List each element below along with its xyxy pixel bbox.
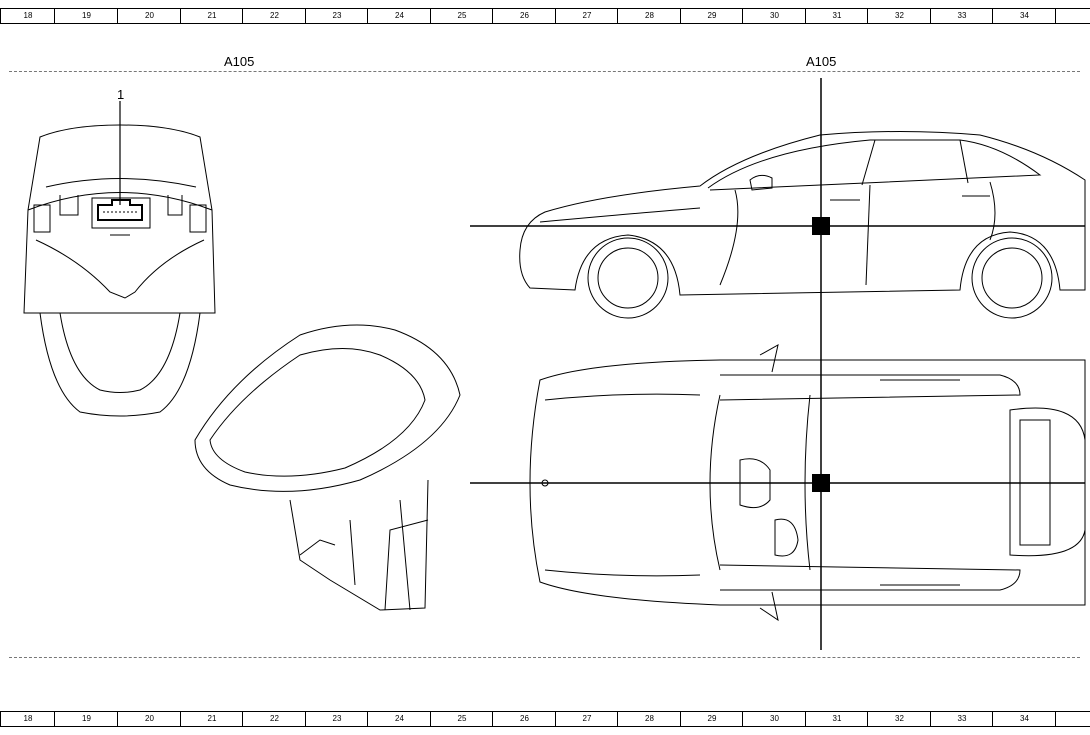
ruler-tick: 22 [242, 9, 306, 23]
component-front-view [23, 101, 216, 417]
ruler-tick: 22 [242, 712, 306, 726]
ruler-tick: 28 [617, 712, 681, 726]
component-perspective-view [194, 324, 461, 611]
ruler-tick: 31 [805, 712, 868, 726]
ruler-tick: 34 [992, 712, 1056, 726]
ruler-tick: 29 [680, 9, 743, 23]
location-marker-side [812, 217, 830, 235]
ruler-tick: 26 [492, 712, 556, 726]
ruler-tick: 21 [180, 712, 243, 726]
ruler-tick: 28 [617, 9, 681, 23]
ruler-tick: 25 [430, 9, 493, 23]
crosshair-lines [470, 78, 1085, 650]
car-side-view [519, 131, 1086, 319]
bottom-dashed-border [9, 657, 1080, 658]
location-marker-top [812, 474, 830, 492]
ruler-tick: 18 [0, 9, 55, 23]
ruler-tick: 19 [54, 712, 118, 726]
section-label-right: A105 [806, 54, 837, 69]
ruler-tick: 30 [742, 712, 806, 726]
ruler-tick: 27 [555, 9, 618, 23]
ruler-tick: 33 [930, 9, 993, 23]
callout-number-1: 1 [117, 87, 125, 102]
ruler-tick: 34 [992, 9, 1056, 23]
ruler-tick: 23 [305, 9, 368, 23]
ruler-tick: 24 [367, 712, 431, 726]
ruler-tick: 21 [180, 9, 243, 23]
ruler-tick: 31 [805, 9, 868, 23]
ruler-tick: 20 [117, 712, 181, 726]
ruler-tick: 33 [930, 712, 993, 726]
ruler-tick: 19 [54, 9, 118, 23]
section-label-left: A105 [224, 54, 255, 69]
ruler-tick-end [1055, 9, 1090, 23]
ruler-tick: 18 [0, 712, 55, 726]
top-dashed-border [9, 71, 1080, 72]
ruler-tick: 32 [867, 9, 931, 23]
ruler-tick: 24 [367, 9, 431, 23]
ruler-tick: 20 [117, 9, 181, 23]
ruler-tick: 30 [742, 9, 806, 23]
ruler-tick: 25 [430, 712, 493, 726]
ruler-tick: 32 [867, 712, 931, 726]
ruler-tick: 27 [555, 712, 618, 726]
ruler-tick: 23 [305, 712, 368, 726]
ruler-tick: 29 [680, 712, 743, 726]
ruler-tick-end [1055, 712, 1090, 726]
ruler-tick: 26 [492, 9, 556, 23]
